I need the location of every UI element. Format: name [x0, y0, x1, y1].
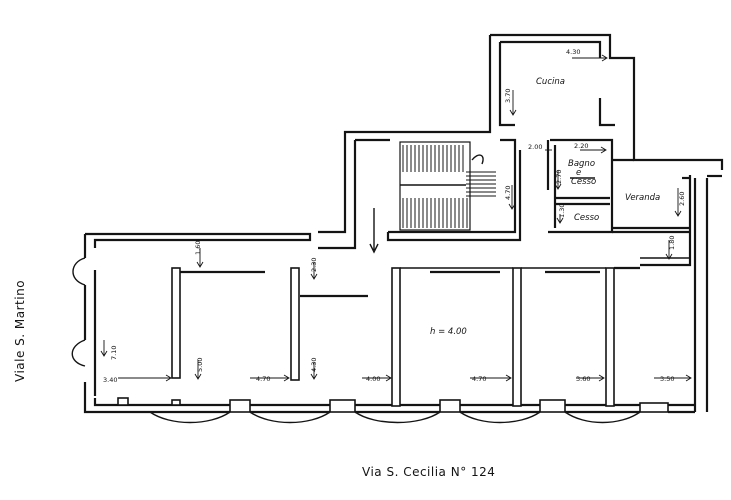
street-label-main: Via S. Cecilia N° 124: [362, 465, 495, 479]
room-label-bath-2: e: [576, 168, 581, 178]
bay-windows-left: [71, 257, 97, 396]
dim-veranda-depth: 2.60: [678, 192, 686, 206]
dim-corridor-2: 2.30: [310, 258, 318, 272]
dim-room3-width: 4.00: [366, 375, 380, 383]
room-label-bath-1: Bagno: [568, 159, 595, 169]
dim-room4-width: 4.70: [472, 375, 486, 383]
dim-veranda-2: 1.80: [668, 236, 676, 250]
dim-room6-width: 3.50: [660, 375, 674, 383]
dim-room5-width: 3.60: [576, 375, 590, 383]
dim-room2-width: 4.70: [256, 375, 270, 383]
room-height-label: h = 4.00: [430, 327, 467, 337]
dim-bath-depth: 2.70: [555, 170, 563, 184]
staircase: [399, 141, 496, 231]
dim-corridor-1: 2.00: [528, 143, 542, 151]
dim-bath-width: 2.20: [574, 142, 588, 150]
dim-small-1: 1.60: [194, 241, 202, 255]
dimension-arrows: [100, 54, 692, 382]
stair-direction-arrow: [471, 154, 484, 165]
dim-room3-depth: 4.30: [310, 358, 318, 372]
room-label-veranda: Veranda: [625, 193, 660, 203]
street-label-side: Viale S. Martino: [13, 280, 27, 382]
interior-walls: [117, 98, 692, 413]
dim-room2-depth: 5.00: [196, 358, 204, 372]
dim-kitchen-depth: 3.70: [504, 89, 512, 103]
dim-hall-depth: 4.70: [504, 186, 512, 200]
bay-windows-front: [149, 402, 669, 424]
dim-room1-width: 3.40: [103, 376, 117, 384]
dim-wc-depth: 1.30: [558, 204, 566, 218]
dim-kitchen-width: 4.30: [566, 48, 580, 56]
dim-room1-depth: 7.10: [110, 346, 118, 360]
room-label-kitchen: Cucina: [536, 77, 565, 87]
room-label-bath-3: Cesso: [571, 177, 596, 187]
room-label-wc: Cesso: [574, 213, 599, 223]
